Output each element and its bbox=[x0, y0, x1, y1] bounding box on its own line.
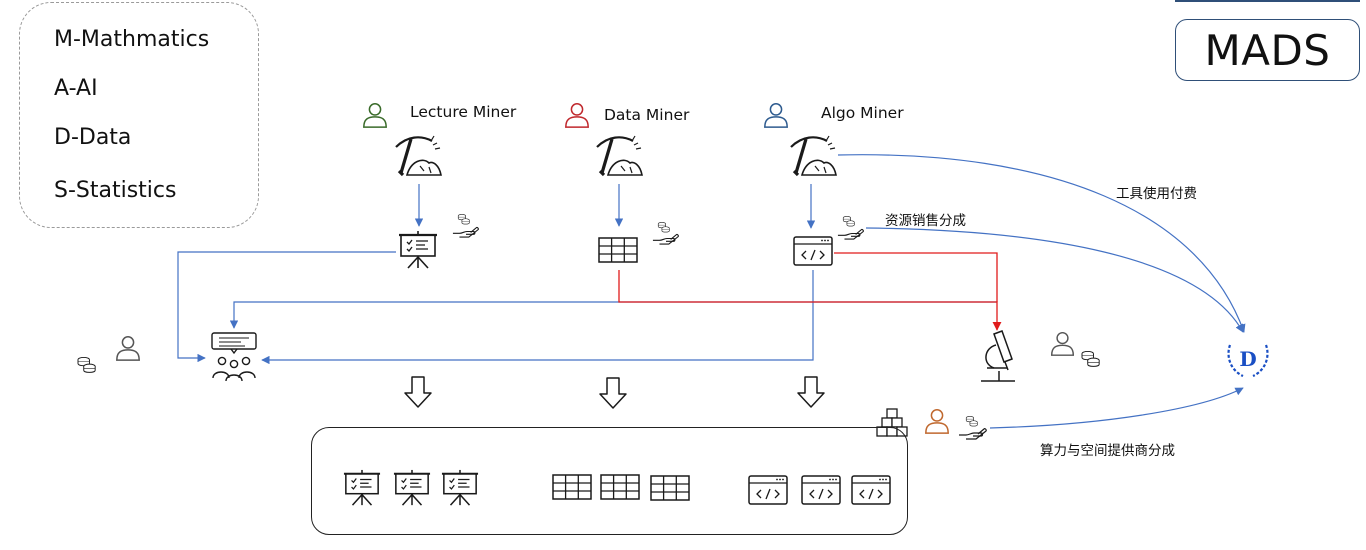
down-arrow-icon bbox=[404, 376, 432, 408]
coins-icon bbox=[457, 214, 470, 225]
red-arrow-grid-to-microscope bbox=[618, 270, 1002, 331]
lecture-miner-user-icon bbox=[363, 103, 387, 128]
arrow-code-to-audience bbox=[261, 270, 814, 365]
arrow-board-to-audience bbox=[177, 251, 396, 363]
d-laurel-logo-icon: D bbox=[1227, 344, 1269, 377]
coins-icon bbox=[657, 222, 670, 233]
coins-icon bbox=[842, 216, 855, 227]
provider-user-icon bbox=[925, 409, 949, 434]
brand-title: MADS bbox=[1204, 25, 1331, 75]
curve-resource-share bbox=[865, 227, 1244, 333]
legend-item-a: A-AI bbox=[54, 76, 98, 101]
presentation-board-icon bbox=[398, 230, 438, 270]
buyer-user-icon bbox=[116, 336, 140, 361]
data-miner-user-icon bbox=[565, 103, 589, 128]
hand-coin-icon bbox=[452, 226, 479, 238]
tool-fee-label: 工具使用付费 bbox=[1116, 186, 1197, 202]
hand-coin-icon bbox=[652, 233, 679, 245]
resource-share-label: 资源销售分成 bbox=[885, 213, 966, 229]
flow-arrows bbox=[177, 154, 1246, 429]
code-window-icon bbox=[793, 236, 833, 266]
legend-item-m: M-Mathmatics bbox=[54, 27, 210, 52]
algo-miner-user-icon bbox=[764, 103, 788, 128]
table-grid-icon bbox=[598, 237, 638, 263]
red-line-code-to-microscope bbox=[834, 252, 998, 302]
resource-market-container bbox=[311, 427, 908, 535]
brand-top-line bbox=[1175, 0, 1360, 2]
hand-coin-icon bbox=[958, 428, 987, 440]
legend-item-s: S-Statistics bbox=[54, 178, 177, 203]
svg-text:D: D bbox=[1239, 347, 1256, 371]
legend-box: M-Mathmatics A-AI D-Data S-Statistics bbox=[19, 2, 259, 228]
data-miner-label: Data Miner bbox=[604, 106, 690, 124]
hand-coin-icon bbox=[837, 228, 864, 240]
algo-miner-label: Algo Miner bbox=[821, 104, 904, 122]
coins-icon bbox=[77, 356, 96, 373]
data-pickaxe-icon bbox=[595, 134, 644, 177]
lecture-pickaxe-icon bbox=[394, 134, 443, 177]
microscope-icon bbox=[981, 330, 1015, 382]
researcher-user-icon bbox=[1050, 331, 1075, 356]
lecture-miner-label: Lecture Miner bbox=[410, 103, 517, 121]
curve-tool-fee bbox=[837, 154, 1246, 333]
brand-box: MADS bbox=[1175, 19, 1360, 81]
arrow-datagrid-to-audience bbox=[229, 301, 997, 329]
down-arrow-icon bbox=[599, 377, 627, 409]
coins-icon bbox=[965, 416, 978, 427]
provider-share-label: 算力与空间提供商分成 bbox=[1040, 443, 1175, 459]
coins-icon bbox=[1081, 350, 1100, 367]
legend-item-d: D-Data bbox=[54, 125, 132, 150]
curve-provider-share bbox=[989, 387, 1244, 429]
down-arrow-icon bbox=[797, 376, 825, 408]
algo-pickaxe-icon bbox=[789, 134, 838, 177]
audience-icon bbox=[211, 332, 257, 382]
